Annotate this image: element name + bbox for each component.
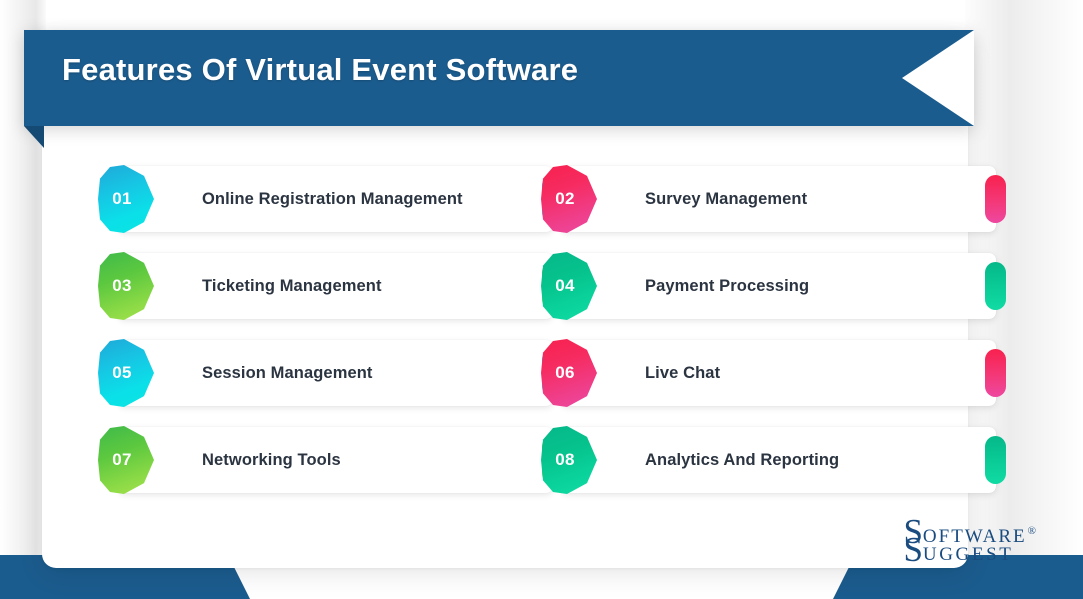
feature-accent-bar [985,262,1006,310]
feature-number-badge: 06 [541,339,597,407]
feature-label: Networking Tools [202,450,341,469]
feature-number: 01 [112,189,132,208]
feature-number: 07 [112,450,132,469]
feature-label: Survey Management [645,189,808,208]
feature-label: Payment Processing [645,276,810,295]
logo-line-2: S uggest [903,530,1035,569]
feature-number-badge: 08 [541,426,597,494]
feature-number-badge: 01 [98,165,154,233]
logo-line-1: S oftware ® [903,512,1036,551]
features-grid: 01 Online Registration Management 02 Survey… [98,165,1018,494]
feature-accent-bar [985,349,1006,397]
feature-number-badge: 03 [98,252,154,320]
logo-initial-s-top: S [903,512,923,551]
feature-label: Live Chat [645,363,721,382]
feature-number: 08 [555,450,575,469]
feature-number: 02 [555,189,575,208]
feature-item[interactable]: 07 Networking Tools [98,426,563,494]
feature-number: 06 [555,363,575,382]
feature-item[interactable]: 03 Ticketing Management [98,252,563,320]
feature-number-badge: 05 [98,339,154,407]
feature-item[interactable]: 05 Session Management [98,339,563,407]
page-title: Features Of Virtual Event Software [62,52,579,87]
feature-number-badge: 02 [541,165,597,233]
feature-label: Online Registration Management [202,189,463,208]
feature-item[interactable]: 01 Online Registration Management [98,165,563,233]
ribbon-fold-tail [24,126,44,148]
feature-number-badge: 04 [541,252,597,320]
feature-number: 04 [555,276,575,295]
feature-label: Session Management [202,363,373,382]
feature-item[interactable]: 02 Survey Management [541,165,1006,233]
feature-item[interactable]: 04 Payment Processing [541,252,1006,320]
logo-word-suggest: uggest [922,544,1014,565]
softwaresuggest-logo: S oftware ® S uggest [903,512,1036,569]
feature-number-badge: 07 [98,426,154,494]
feature-accent-bar [985,436,1006,484]
logo-word-software: oftware [922,526,1027,547]
registered-trademark-icon: ® [1027,525,1036,537]
feature-label: Analytics And Reporting [645,450,840,469]
feature-accent-bar [985,175,1006,223]
ribbon-shape [24,30,974,126]
feature-number: 03 [112,276,132,295]
feature-number: 05 [112,363,132,382]
logo-initial-s-bottom: S [903,530,923,569]
feature-label: Ticketing Management [202,276,382,295]
header-ribbon [24,30,974,126]
feature-item[interactable]: 06 Live Chat [541,339,1006,407]
feature-item[interactable]: 08 Analytics And Reporting [541,426,1006,494]
